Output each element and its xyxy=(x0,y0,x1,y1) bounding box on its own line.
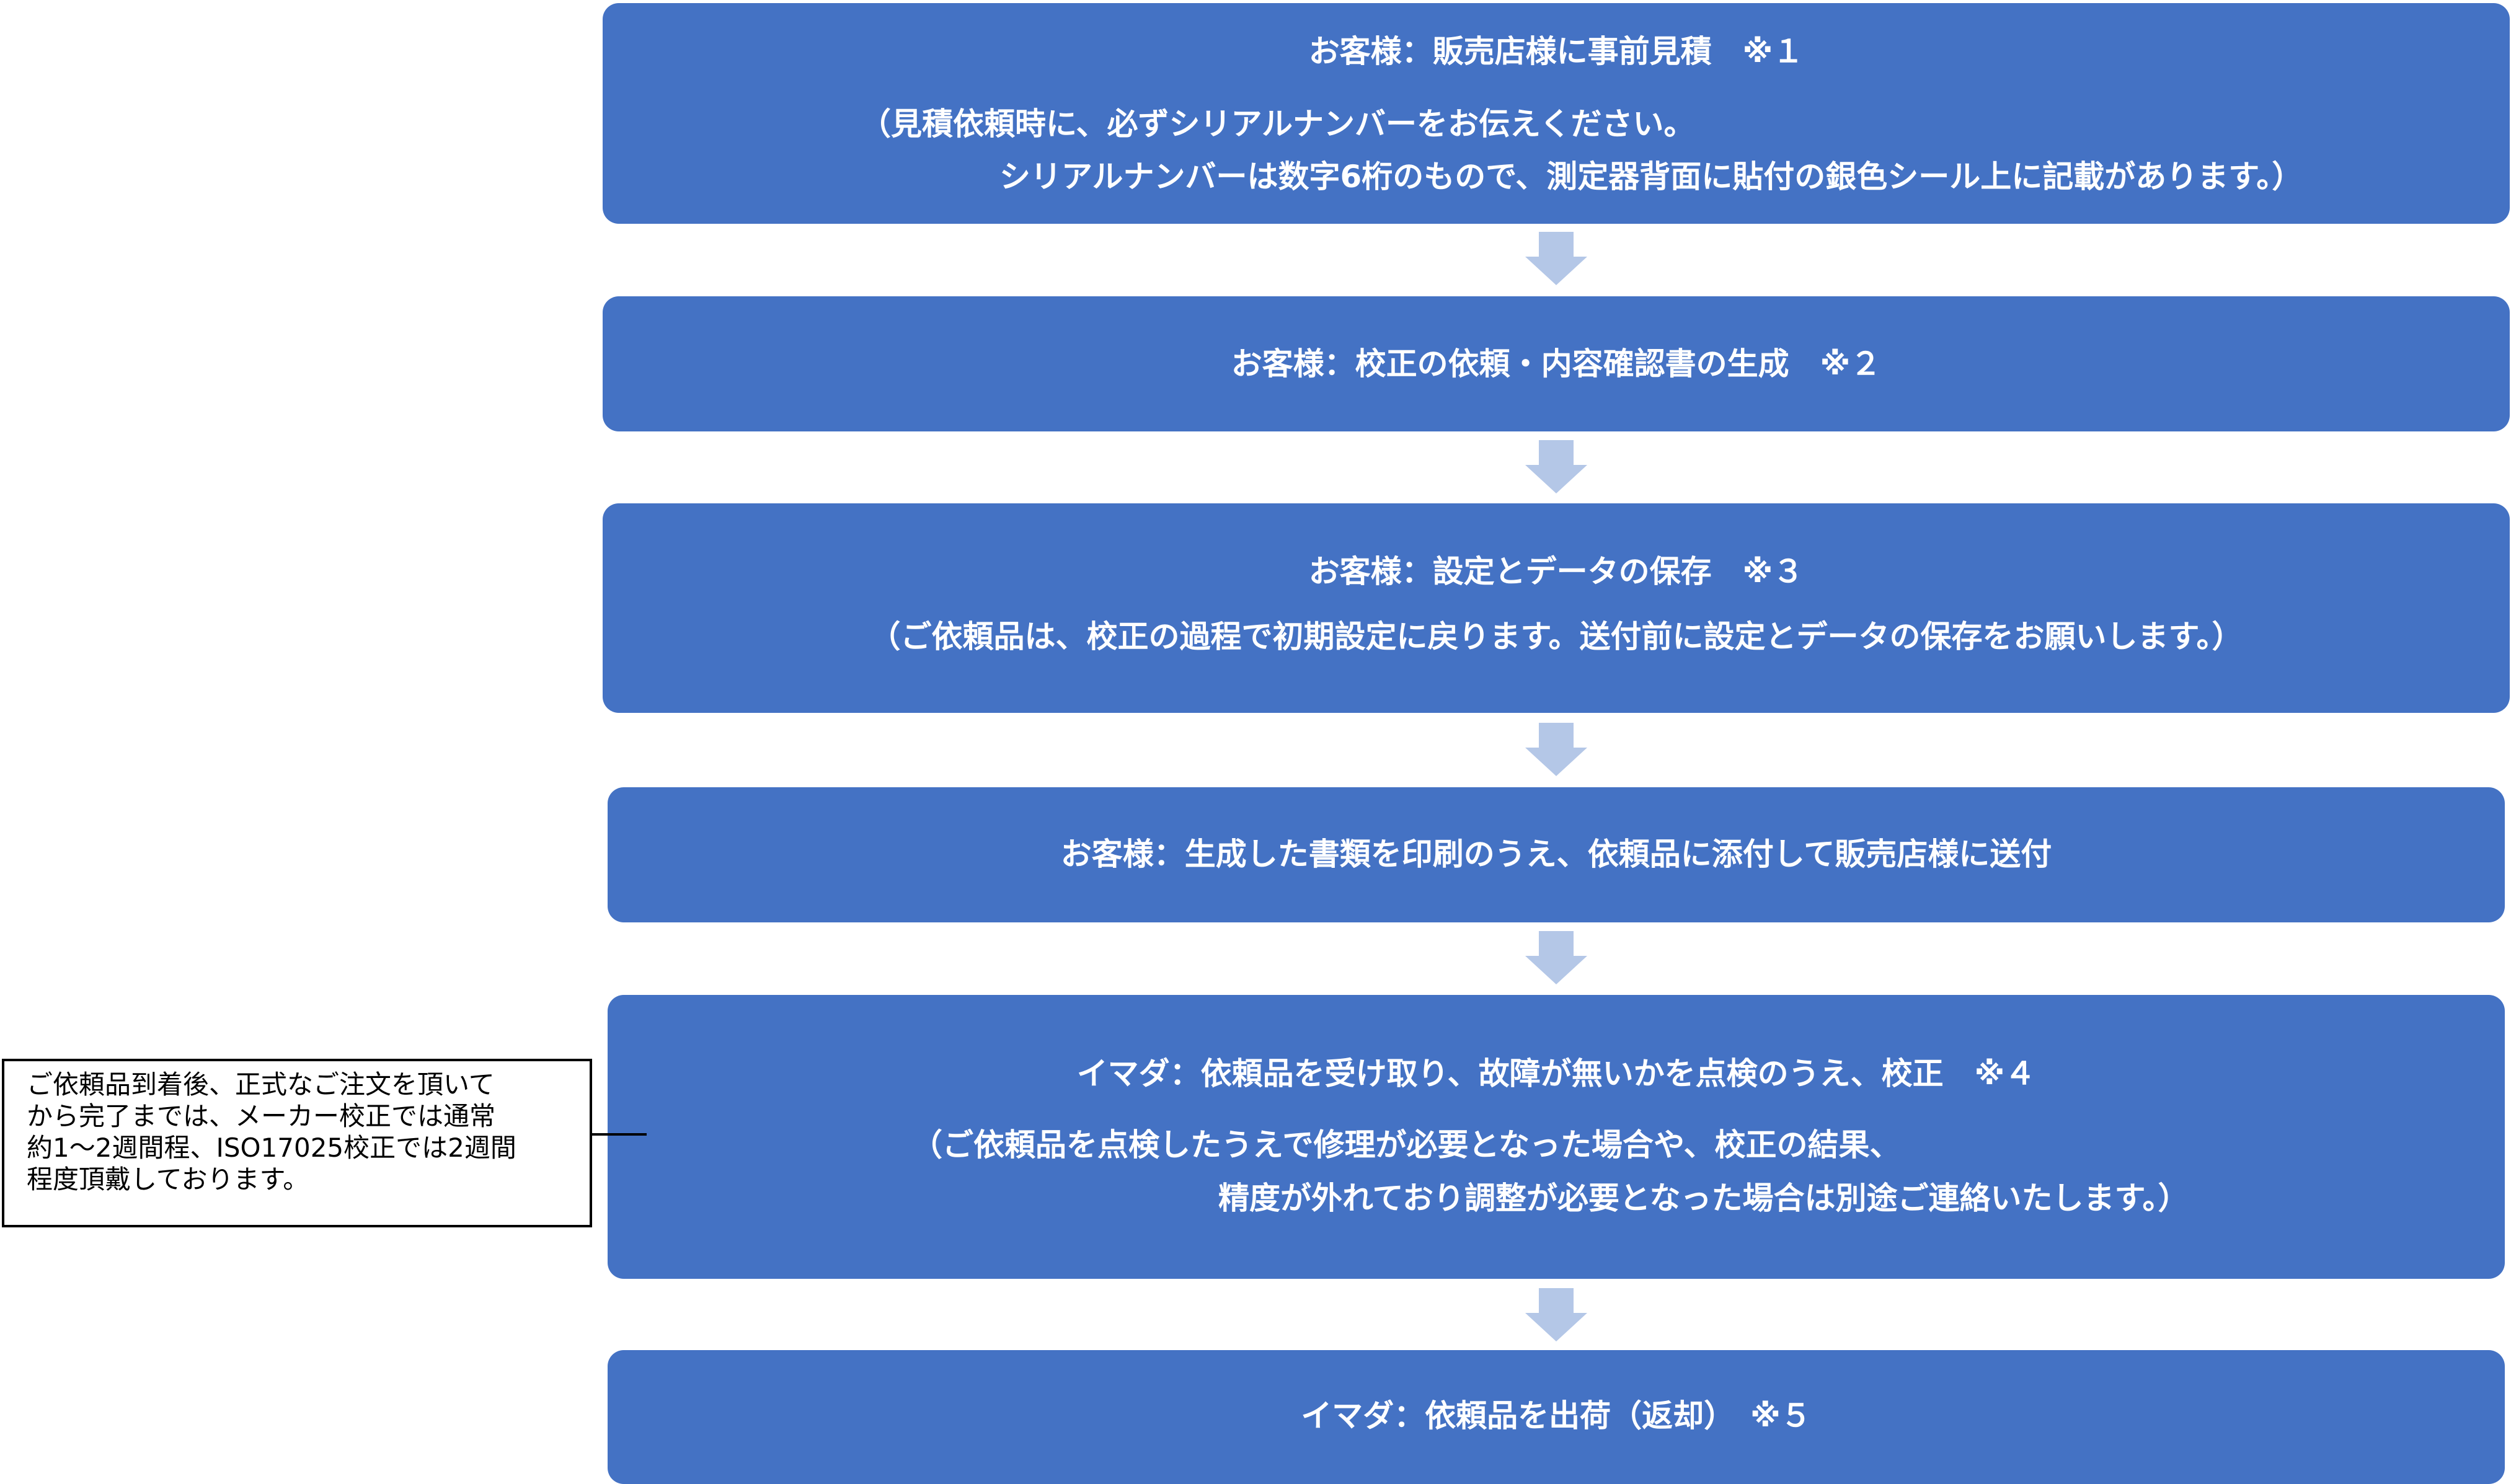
note-line-4: 程度頂戴しております。 xyxy=(27,1164,309,1195)
flow-step-4-box: お客様：生成した書類を印刷のうえ、依頼品に添付して販売店様に送付 xyxy=(608,787,2505,922)
step-1-detail-line-1: （見積依頼時に、必ずシリアルナンバーをお伝えください。 xyxy=(860,106,1695,142)
note-line-1: ご依頼品到着後、正式なご注文を頂いて xyxy=(27,1069,495,1100)
down-arrow-icon xyxy=(1525,723,1587,776)
down-arrow-icon xyxy=(1525,440,1587,493)
step-6-title: イマダ：依頼品を出荷（返却） ※５ xyxy=(1301,1398,1812,1434)
step-2-title: お客様：校正の依頼・内容確認書の生成 ※２ xyxy=(1231,346,1882,382)
flow-step-6-box: イマダ：依頼品を出荷（返却） ※５ xyxy=(608,1350,2505,1484)
down-arrow-icon xyxy=(1525,232,1587,285)
flow-step-1-box: お客様：販売店様に事前見積 ※１ （見積依頼時に、必ずシリアルナンバーをお伝えく… xyxy=(603,3,2510,224)
step-3-detail-line-1: （ご依頼品は、校正の過程で初期設定に戻ります。送付前に設定とデータの保存をお願い… xyxy=(869,619,2243,655)
flow-step-5-box: イマダ：依頼品を受け取り、故障が無いかを点検のうえ、校正 ※４ （ご依頼品を点検… xyxy=(608,995,2505,1279)
step-5-title: イマダ：依頼品を受け取り、故障が無いかを点検のうえ、校正 ※４ xyxy=(1076,1056,2036,1092)
flow-step-3-box: お客様：設定とデータの保存 ※３ （ご依頼品は、校正の過程で初期設定に戻ります。… xyxy=(603,503,2510,713)
step-3-title: お客様：設定とデータの保存 ※３ xyxy=(1308,554,1804,590)
down-arrow-icon xyxy=(1525,931,1587,984)
step-5-detail-line-1: （ご依頼品を点検したうえで修理が必要となった場合や、校正の結果、 xyxy=(911,1127,1901,1163)
down-arrow-icon xyxy=(1525,1288,1587,1341)
note-line-2: から完了までは、メーカー校正では通常 xyxy=(27,1101,496,1131)
step-5-detail-line-2: 精度が外れており調整が必要となった場合は別途ご連絡いたします。） xyxy=(1218,1180,2189,1216)
note-connector-line xyxy=(592,1133,647,1136)
step-1-title: お客様：販売店様に事前見積 ※１ xyxy=(1308,33,1804,69)
step-4-title: お客様：生成した書類を印刷のうえ、依頼品に添付して販売店様に送付 xyxy=(1060,836,2052,872)
lead-time-note-box: ご依頼品到着後、正式なご注文を頂いて から完了までは、メーカー校正では通常 約1… xyxy=(2,1059,592,1227)
step-1-detail-line-2: シリアルナンバーは数字6桁のもので、測定器背面に貼付の銀色シール上に記載がありま… xyxy=(999,159,2303,195)
note-line-3: 約1～2週間程、ISO17025校正では2週間 xyxy=(27,1133,516,1163)
flow-step-2-box: お客様：校正の依頼・内容確認書の生成 ※２ xyxy=(603,296,2510,431)
